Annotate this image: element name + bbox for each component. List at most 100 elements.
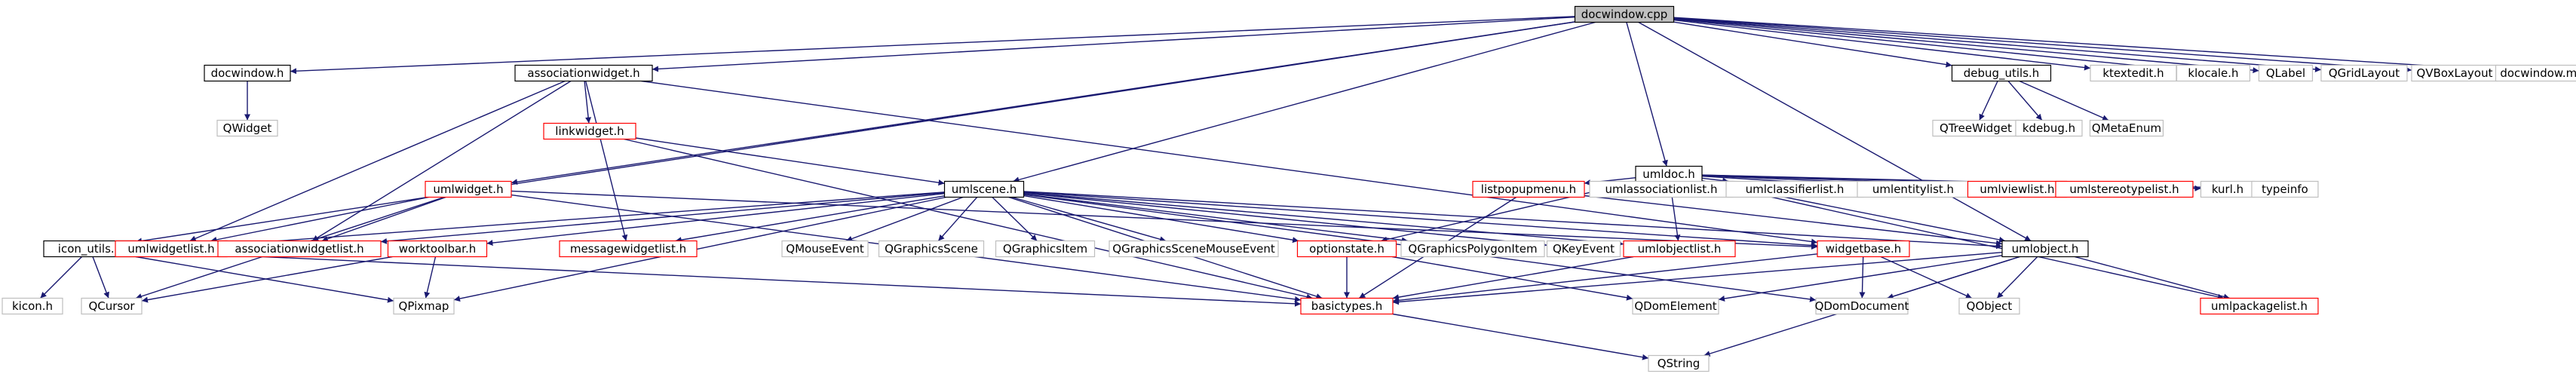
edge-icon-utils-h-to-kicon-h xyxy=(40,256,82,299)
edge-umldoc-h-to-umlpackagelist-h xyxy=(1701,181,2225,300)
node-box xyxy=(1623,240,1736,258)
edge-umlscene-h-to-optionstate-h xyxy=(1023,195,1299,244)
node-QCursor[interactable]: QCursor xyxy=(81,297,143,315)
edge-docwindow-cpp-to-docwindow-moc xyxy=(1673,17,2496,73)
node-QObject[interactable]: QObject xyxy=(1958,297,2020,315)
node-label: kicon.h xyxy=(12,299,53,313)
node-associationwidget-h[interactable]: associationwidget.h xyxy=(514,64,653,82)
node-box xyxy=(1632,297,1719,315)
edge-docwindow-cpp-to-associationwidget-h xyxy=(652,17,1575,72)
node-label: umlobject.h xyxy=(2012,242,2079,256)
edge-associationwidget-h-to-associationwidgetlist-h xyxy=(311,80,572,242)
node-label: klocale.h xyxy=(2188,66,2238,80)
node-label: QDomDocument xyxy=(1815,299,1909,313)
edge-umlscene-h-to-umlobjectlist-h xyxy=(1023,192,1624,247)
node-QWidget[interactable]: QWidget xyxy=(216,119,278,137)
edge-associationwidget-h-to-widgetbase-h xyxy=(641,80,1818,245)
node-box xyxy=(1648,354,1710,372)
node-umlwidget-h[interactable]: umlwidget.h xyxy=(425,180,512,198)
edge-umlobject-h-to-QObject xyxy=(1996,256,2038,299)
node-docwindow-cpp[interactable]: docwindow.cpp xyxy=(1574,5,1675,23)
edge-umlobject-h-to-QDomElement xyxy=(1718,255,2003,302)
node-debug-utils-h[interactable]: debug_utils.h xyxy=(1951,64,2052,82)
node-label: umlpackagelist.h xyxy=(2211,299,2308,313)
node-label: optionstate.h xyxy=(1309,242,1385,256)
node-box xyxy=(2495,64,2576,82)
node-klocale-h[interactable]: klocale.h xyxy=(2176,64,2251,82)
node-QMetaEnum[interactable]: QMetaEnum xyxy=(2089,119,2164,137)
node-label: QGridLayout xyxy=(2329,66,2400,80)
node-optionstate-h[interactable]: optionstate.h xyxy=(1296,240,1397,258)
edge-umlobjectlist-h-to-basictypes-h xyxy=(1392,256,1634,301)
node-basictypes-h[interactable]: basictypes.h xyxy=(1300,297,1394,315)
node-umlscene-h[interactable]: umlscene.h xyxy=(943,180,1025,198)
node-umlentitylist-h[interactable]: umlentitylist.h xyxy=(1857,180,1970,198)
node-label: docwindow.h xyxy=(211,66,284,80)
node-label: QGraphicsSceneMouseEvent xyxy=(1112,242,1275,256)
node-QGraphicsPolygonItem[interactable]: QGraphicsPolygonItem xyxy=(1400,240,1545,258)
node-kicon-h[interactable]: kicon.h xyxy=(2,297,63,315)
node-QVBoxLayout[interactable]: QVBoxLayout xyxy=(2411,64,2498,82)
node-box xyxy=(393,297,455,315)
node-umlpackagelist-h[interactable]: umlpackagelist.h xyxy=(2200,297,2319,315)
node-messagewidgetlist-h[interactable]: messagewidgetlist.h xyxy=(559,240,698,258)
edge-docwindow-cpp-to-umlscene-h xyxy=(1013,21,1596,183)
node-listpopupmenu-h[interactable]: listpopupmenu.h xyxy=(1472,180,1585,198)
node-umlviewlist-h[interactable]: umlviewlist.h xyxy=(1967,180,2068,198)
node-QDomDocument[interactable]: QDomDocument xyxy=(1815,297,1909,315)
node-box xyxy=(1815,297,1909,315)
node-QMouseEvent[interactable]: QMouseEvent xyxy=(781,240,869,258)
node-icon-utils-h[interactable]: icon_utils.h xyxy=(43,240,136,258)
edge-umlwidget-h-to-associationwidgetlist-h xyxy=(321,196,446,242)
node-QGraphicsItem[interactable]: QGraphicsItem xyxy=(995,240,1096,258)
node-label: umlobjectlist.h xyxy=(1638,242,1722,256)
node-box xyxy=(81,297,143,315)
node-umlobjectlist-h[interactable]: umlobjectlist.h xyxy=(1623,240,1736,258)
node-box xyxy=(2251,180,2319,198)
node-umlwidgetlist-h[interactable]: umlwidgetlist.h xyxy=(115,240,228,258)
node-QTreeWidget[interactable]: QTreeWidget xyxy=(1932,119,2019,137)
node-widgetbase-h[interactable]: widgetbase.h xyxy=(1817,240,1910,258)
node-umlstereotypelist-h[interactable]: umlstereotypelist.h xyxy=(2055,180,2194,198)
node-label: umlstereotypelist.h xyxy=(2069,182,2179,196)
edge-listpopupmenu-h-to-umlobject-h xyxy=(1584,195,2003,247)
node-umlassociationlist-h[interactable]: umlassociationlist.h xyxy=(1589,180,1734,198)
node-ktextedit-h[interactable]: ktextedit.h xyxy=(2090,64,2177,82)
node-umldoc-h[interactable]: umldoc.h xyxy=(1635,165,1703,183)
node-label: QGraphicsItem xyxy=(1003,242,1087,256)
node-QLabel[interactable]: QLabel xyxy=(2258,64,2314,82)
node-QDomElement[interactable]: QDomElement xyxy=(1632,297,1719,315)
node-worktoolbar-h[interactable]: worktoolbar.h xyxy=(387,240,488,258)
node-kdebug-h[interactable]: kdebug.h xyxy=(2015,119,2083,137)
node-box xyxy=(1400,240,1545,258)
node-label: typeinfo xyxy=(2262,182,2308,196)
edge-basictypes-h-to-QString xyxy=(1392,313,1649,360)
edge-umlscene-h-to-widgetbase-h xyxy=(1023,191,1818,249)
node-docwindow-h[interactable]: docwindow.h xyxy=(204,64,291,82)
node-QGraphicsSceneMouseEvent[interactable]: QGraphicsSceneMouseEvent xyxy=(1109,240,1279,258)
node-QGridLayout[interactable]: QGridLayout xyxy=(2320,64,2408,82)
node-box xyxy=(2258,64,2314,82)
edge-docwindow-cpp-to-QGridLayout xyxy=(1673,17,2322,72)
node-typeinfo[interactable]: typeinfo xyxy=(2251,180,2319,198)
node-linkwidget-h[interactable]: linkwidget.h xyxy=(543,122,636,140)
edge-linkwidget-h-to-umlscene-h xyxy=(635,137,945,186)
edge-umlscene-h-to-QKeyEvent xyxy=(1023,192,1547,248)
node-box xyxy=(216,119,278,137)
edge-docwindow-cpp-to-umldoc-h xyxy=(1626,22,1668,167)
node-docwindow-moc[interactable]: docwindow.moc xyxy=(2495,64,2576,82)
node-label: docwindow.moc xyxy=(2500,66,2576,80)
node-QString[interactable]: QString xyxy=(1648,354,1710,372)
node-QKeyEvent[interactable]: QKeyEvent xyxy=(1546,240,1621,258)
node-box xyxy=(1951,64,2052,82)
node-QPixmap[interactable]: QPixmap xyxy=(393,297,455,315)
node-umlobject-h[interactable]: umlobject.h xyxy=(2001,240,2089,258)
node-label: QString xyxy=(1658,357,1700,370)
edge-umlscene-h-to-associationwidgetlist-h xyxy=(380,192,945,244)
node-umlclassifierlist-h[interactable]: umlclassifierlist.h xyxy=(1725,180,1864,198)
edge-umlscene-h-to-QPixmap xyxy=(453,196,946,302)
node-associationwidgetlist-h[interactable]: associationwidgetlist.h xyxy=(217,240,382,258)
edge-docwindow-cpp-to-ktextedit-h xyxy=(1673,19,2091,71)
node-QGraphicsScene[interactable]: QGraphicsScene xyxy=(878,240,985,258)
node-kurl-h[interactable]: kurl.h xyxy=(2200,180,2256,198)
